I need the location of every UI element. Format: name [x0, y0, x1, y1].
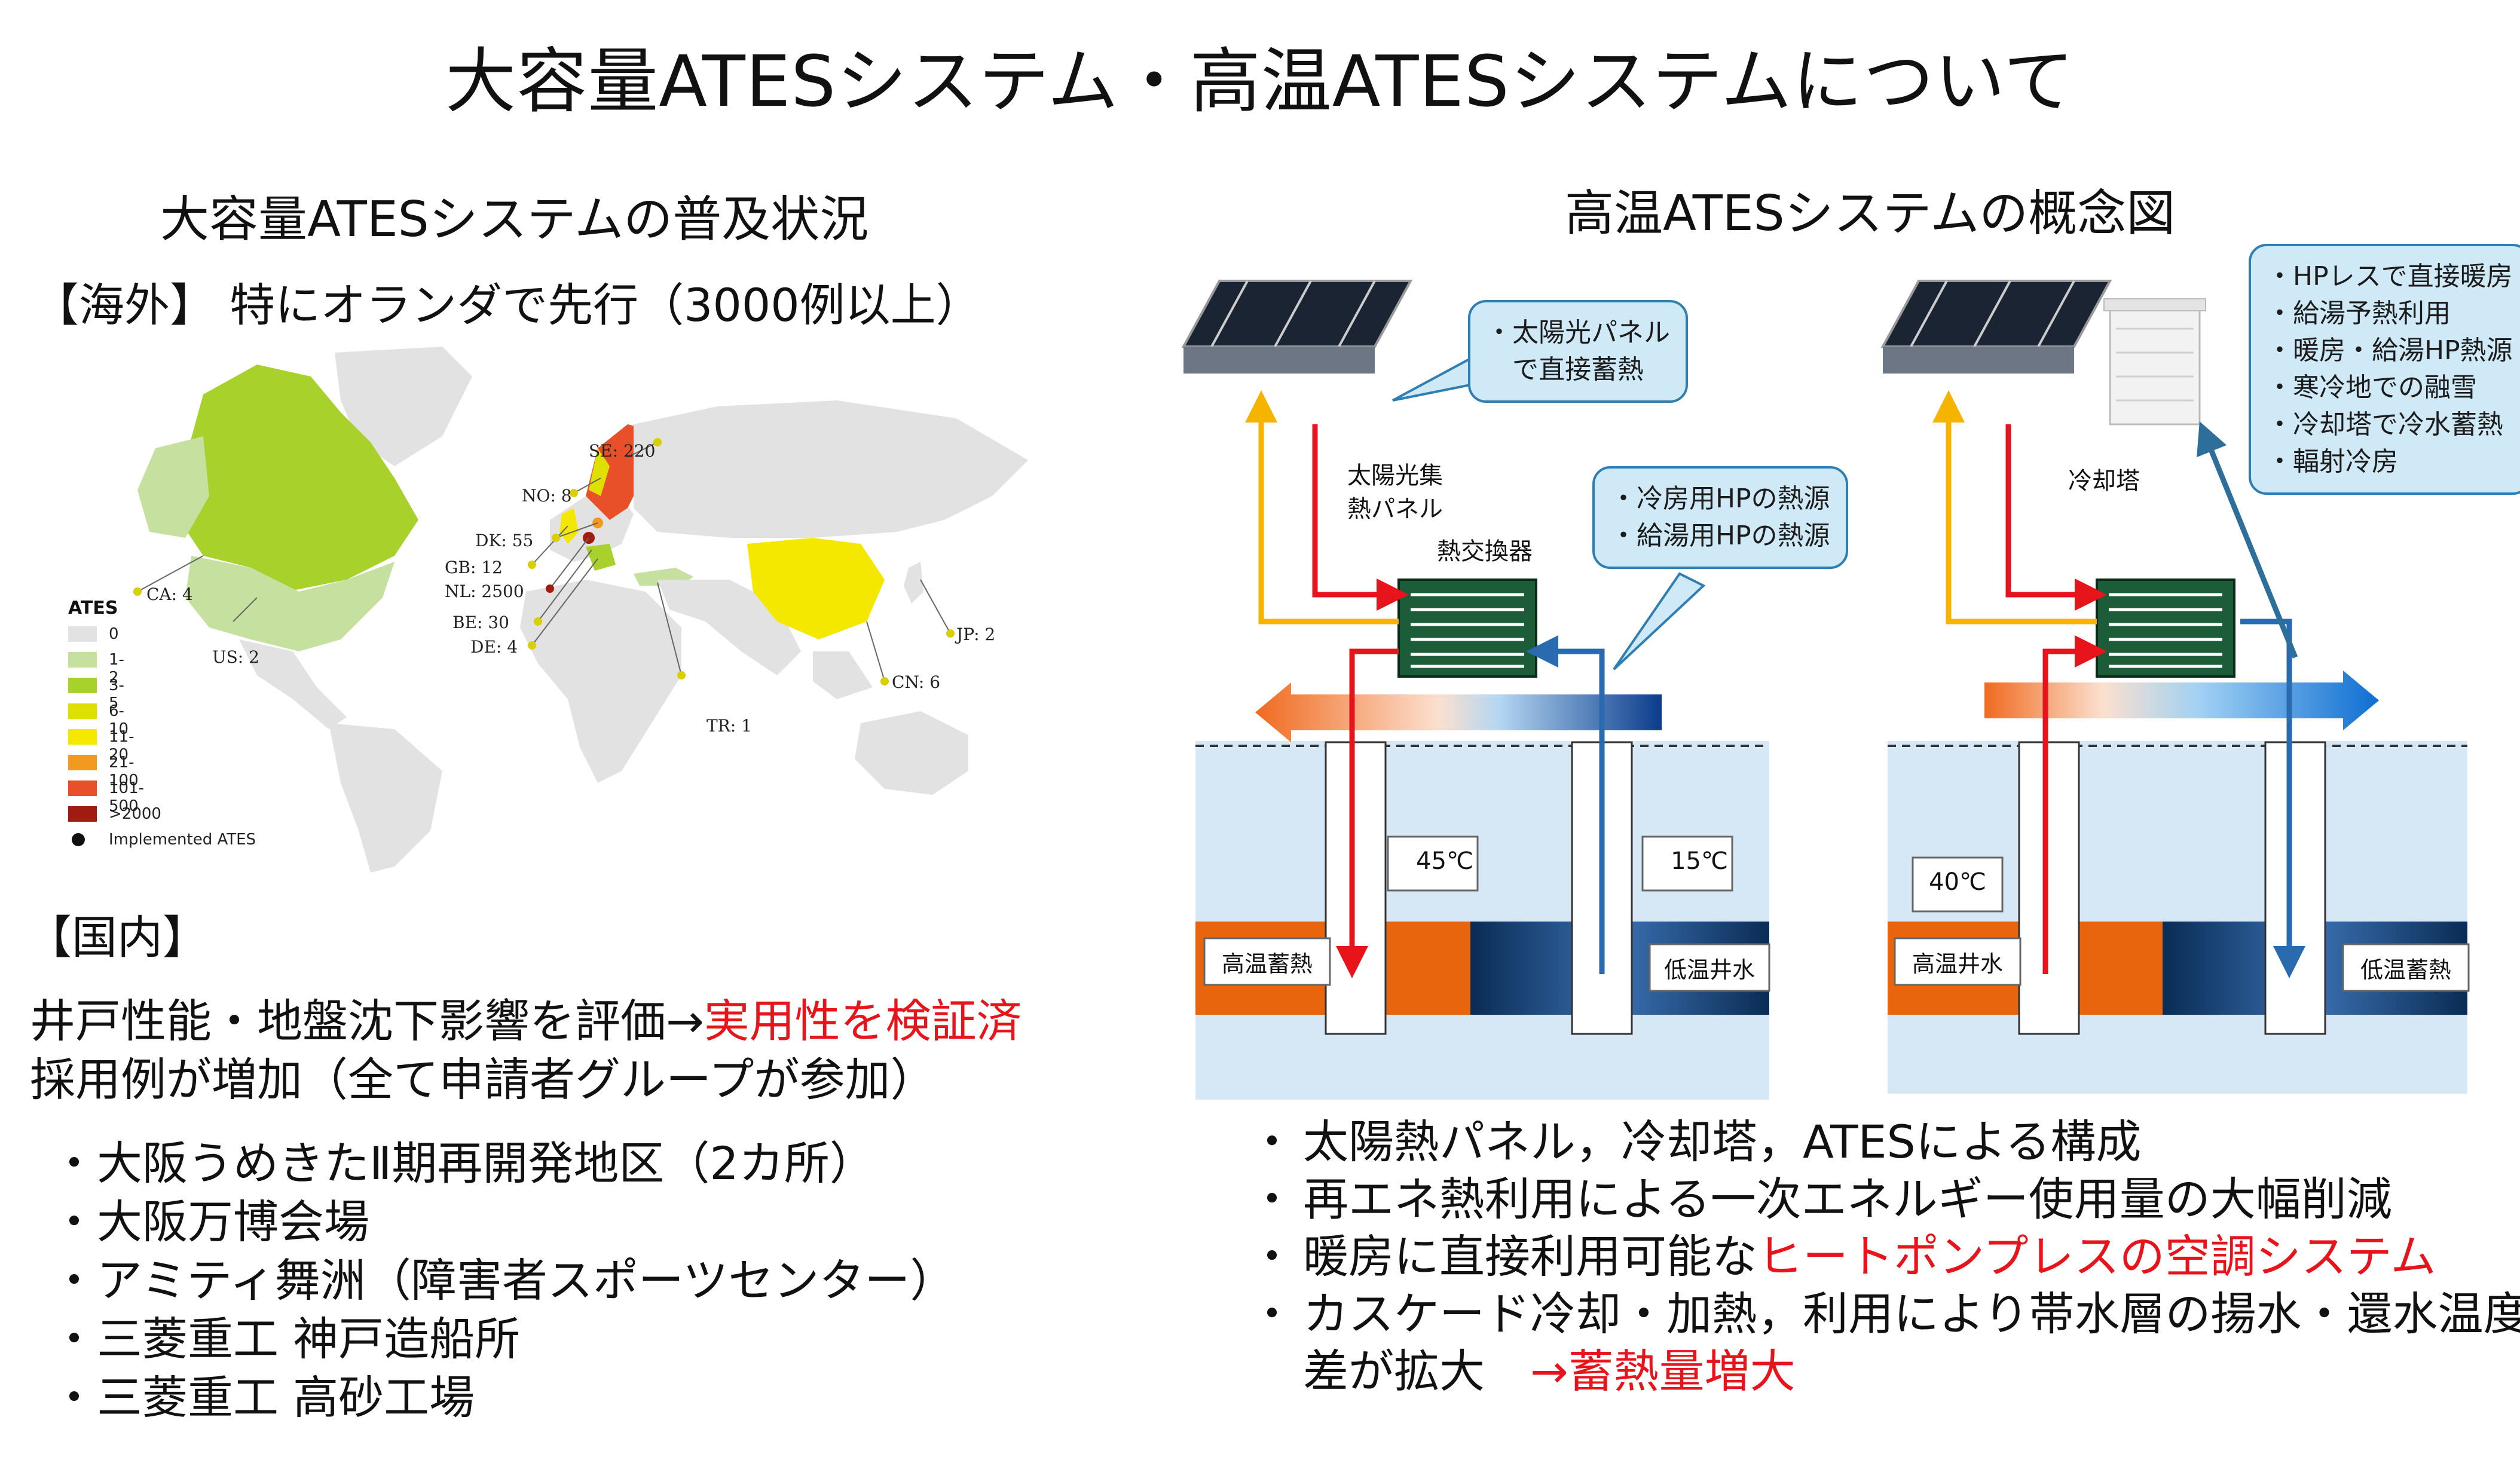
domestic-heading: 【国内】 [26, 911, 208, 964]
label-us: US: 2 [212, 647, 259, 667]
right-heading: 高温ATESシステムの概念図 [1565, 185, 2176, 242]
label-dk: DK: 55 [475, 531, 534, 550]
layer-cold-water: 低温井水 [1663, 957, 1755, 983]
layer-hot-storage: 高温蓄熱 [1221, 951, 1313, 977]
label-de: DE: 4 [470, 637, 518, 657]
left-heading: 大容量ATESシステムの普及状況 [160, 191, 869, 248]
solar-panel-right [1880, 280, 2112, 374]
label-jp: JP: 2 [956, 625, 996, 644]
list-item: ・大阪万博会場 [51, 1195, 369, 1248]
list-item: カスケード冷却・加熱，利用により帯水層の揚水・還水温度 [1303, 1287, 2520, 1340]
label-nl: NL: 2500 [445, 581, 524, 601]
layer-hot-water: 高温井水 [1912, 951, 2003, 977]
temp-45: 45℃ [1416, 847, 1473, 875]
heat-exchanger-left [1397, 578, 1537, 678]
domestic-line-1: 井戸性能・地盤沈下影響を評価→実用性を検証済 [30, 994, 1022, 1048]
label-solar-collector: 太陽光集熱パネル [1347, 462, 1443, 523]
domestic-list: ・大阪うめきたⅡ期再開発地区（2カ所） ・大阪万博会場 ・アミティ舞洲（障害者ス… [51, 1134, 955, 1427]
list-item: ・三菱重工 高砂工場 [51, 1371, 475, 1424]
ates-world-map: SE: 220 NO: 8 DK: 55 GB: 12 NL: 2500 BE:… [60, 341, 1076, 879]
list-item: 暖房に直接利用可能なヒートポンプレスの空調システム [1303, 1230, 2436, 1283]
list-item: 再エネ熱利用による一次エネルギー使用量の大幅削減 [1303, 1173, 2392, 1226]
flow-arrow-left [1255, 682, 1662, 742]
callout-applications: ・HPレスで直接暖房・給湯予熱利用 ・暖房・給湯HP熱源・寒冷地での融雪 ・冷却… [2249, 244, 2520, 495]
callout-heat-pump: ・冷房用HPの熱源・給湯用HPの熱源 [1592, 466, 1848, 569]
overseas-line: 【海外】 特にオランダで先行（3000例以上） [33, 278, 981, 332]
label-be: BE: 30 [452, 613, 509, 632]
label-heat-exchanger: 熱交換器 [1437, 538, 1533, 565]
list-item: 太陽熱パネル，冷却塔，ATESによる構成 [1303, 1115, 2142, 1168]
heat-exchanger-right [2096, 578, 2235, 678]
aquifer-left [1195, 741, 1769, 1100]
label-se: SE: 220 [589, 441, 656, 461]
label-tr: TR: 1 [707, 716, 752, 736]
aquifer-right [1888, 741, 2467, 1094]
list-item-continuation: 差が拡大 →蓄熱量増大 [1303, 1345, 1796, 1398]
label-gb: GB: 12 [445, 558, 503, 577]
list-item: ・アミティ舞洲（障害者スポーツセンター） [51, 1254, 956, 1307]
callout-solar: ・太陽光パネルで直接蓄熱 [1468, 300, 1688, 403]
map-graphic [133, 347, 1028, 873]
label-no: NO: 8 [522, 486, 572, 506]
temp-15: 15℃ [1671, 847, 1728, 875]
hot-ates-diagram [1181, 280, 2470, 1100]
implemented-dot-icon [72, 833, 85, 846]
list-item: ・大阪うめきたⅡ期再開発地区（2カ所） [51, 1137, 875, 1190]
map-legend: 0 1-2 3-5 6-10 11-20 21-100 101-500 >200… [68, 625, 307, 865]
temp-40: 40℃ [1929, 868, 1986, 896]
label-cooling-tower: 冷却塔 [2068, 467, 2140, 495]
domestic-line-2: 採用例が増加（全て申請者グループが参加） [30, 1053, 936, 1106]
legend-title: ATES [68, 598, 118, 619]
layer-cold-storage: 低温蓄熱 [2360, 957, 2451, 983]
cooling-tower-icon [2103, 298, 2206, 426]
label-ca: CA: 4 [146, 584, 193, 604]
list-item: ・ [1249, 1115, 1295, 1168]
list-item: ・三菱重工 神戸造船所 [51, 1312, 521, 1366]
flow-arrow-right [1984, 671, 2379, 730]
solar-panel-left [1181, 280, 1413, 374]
label-cn: CN: 6 [892, 672, 941, 692]
page-title: 大容量ATESシステム・高温ATESシステムについて [445, 40, 2075, 123]
implemented-label: Implemented ATES [109, 831, 256, 849]
